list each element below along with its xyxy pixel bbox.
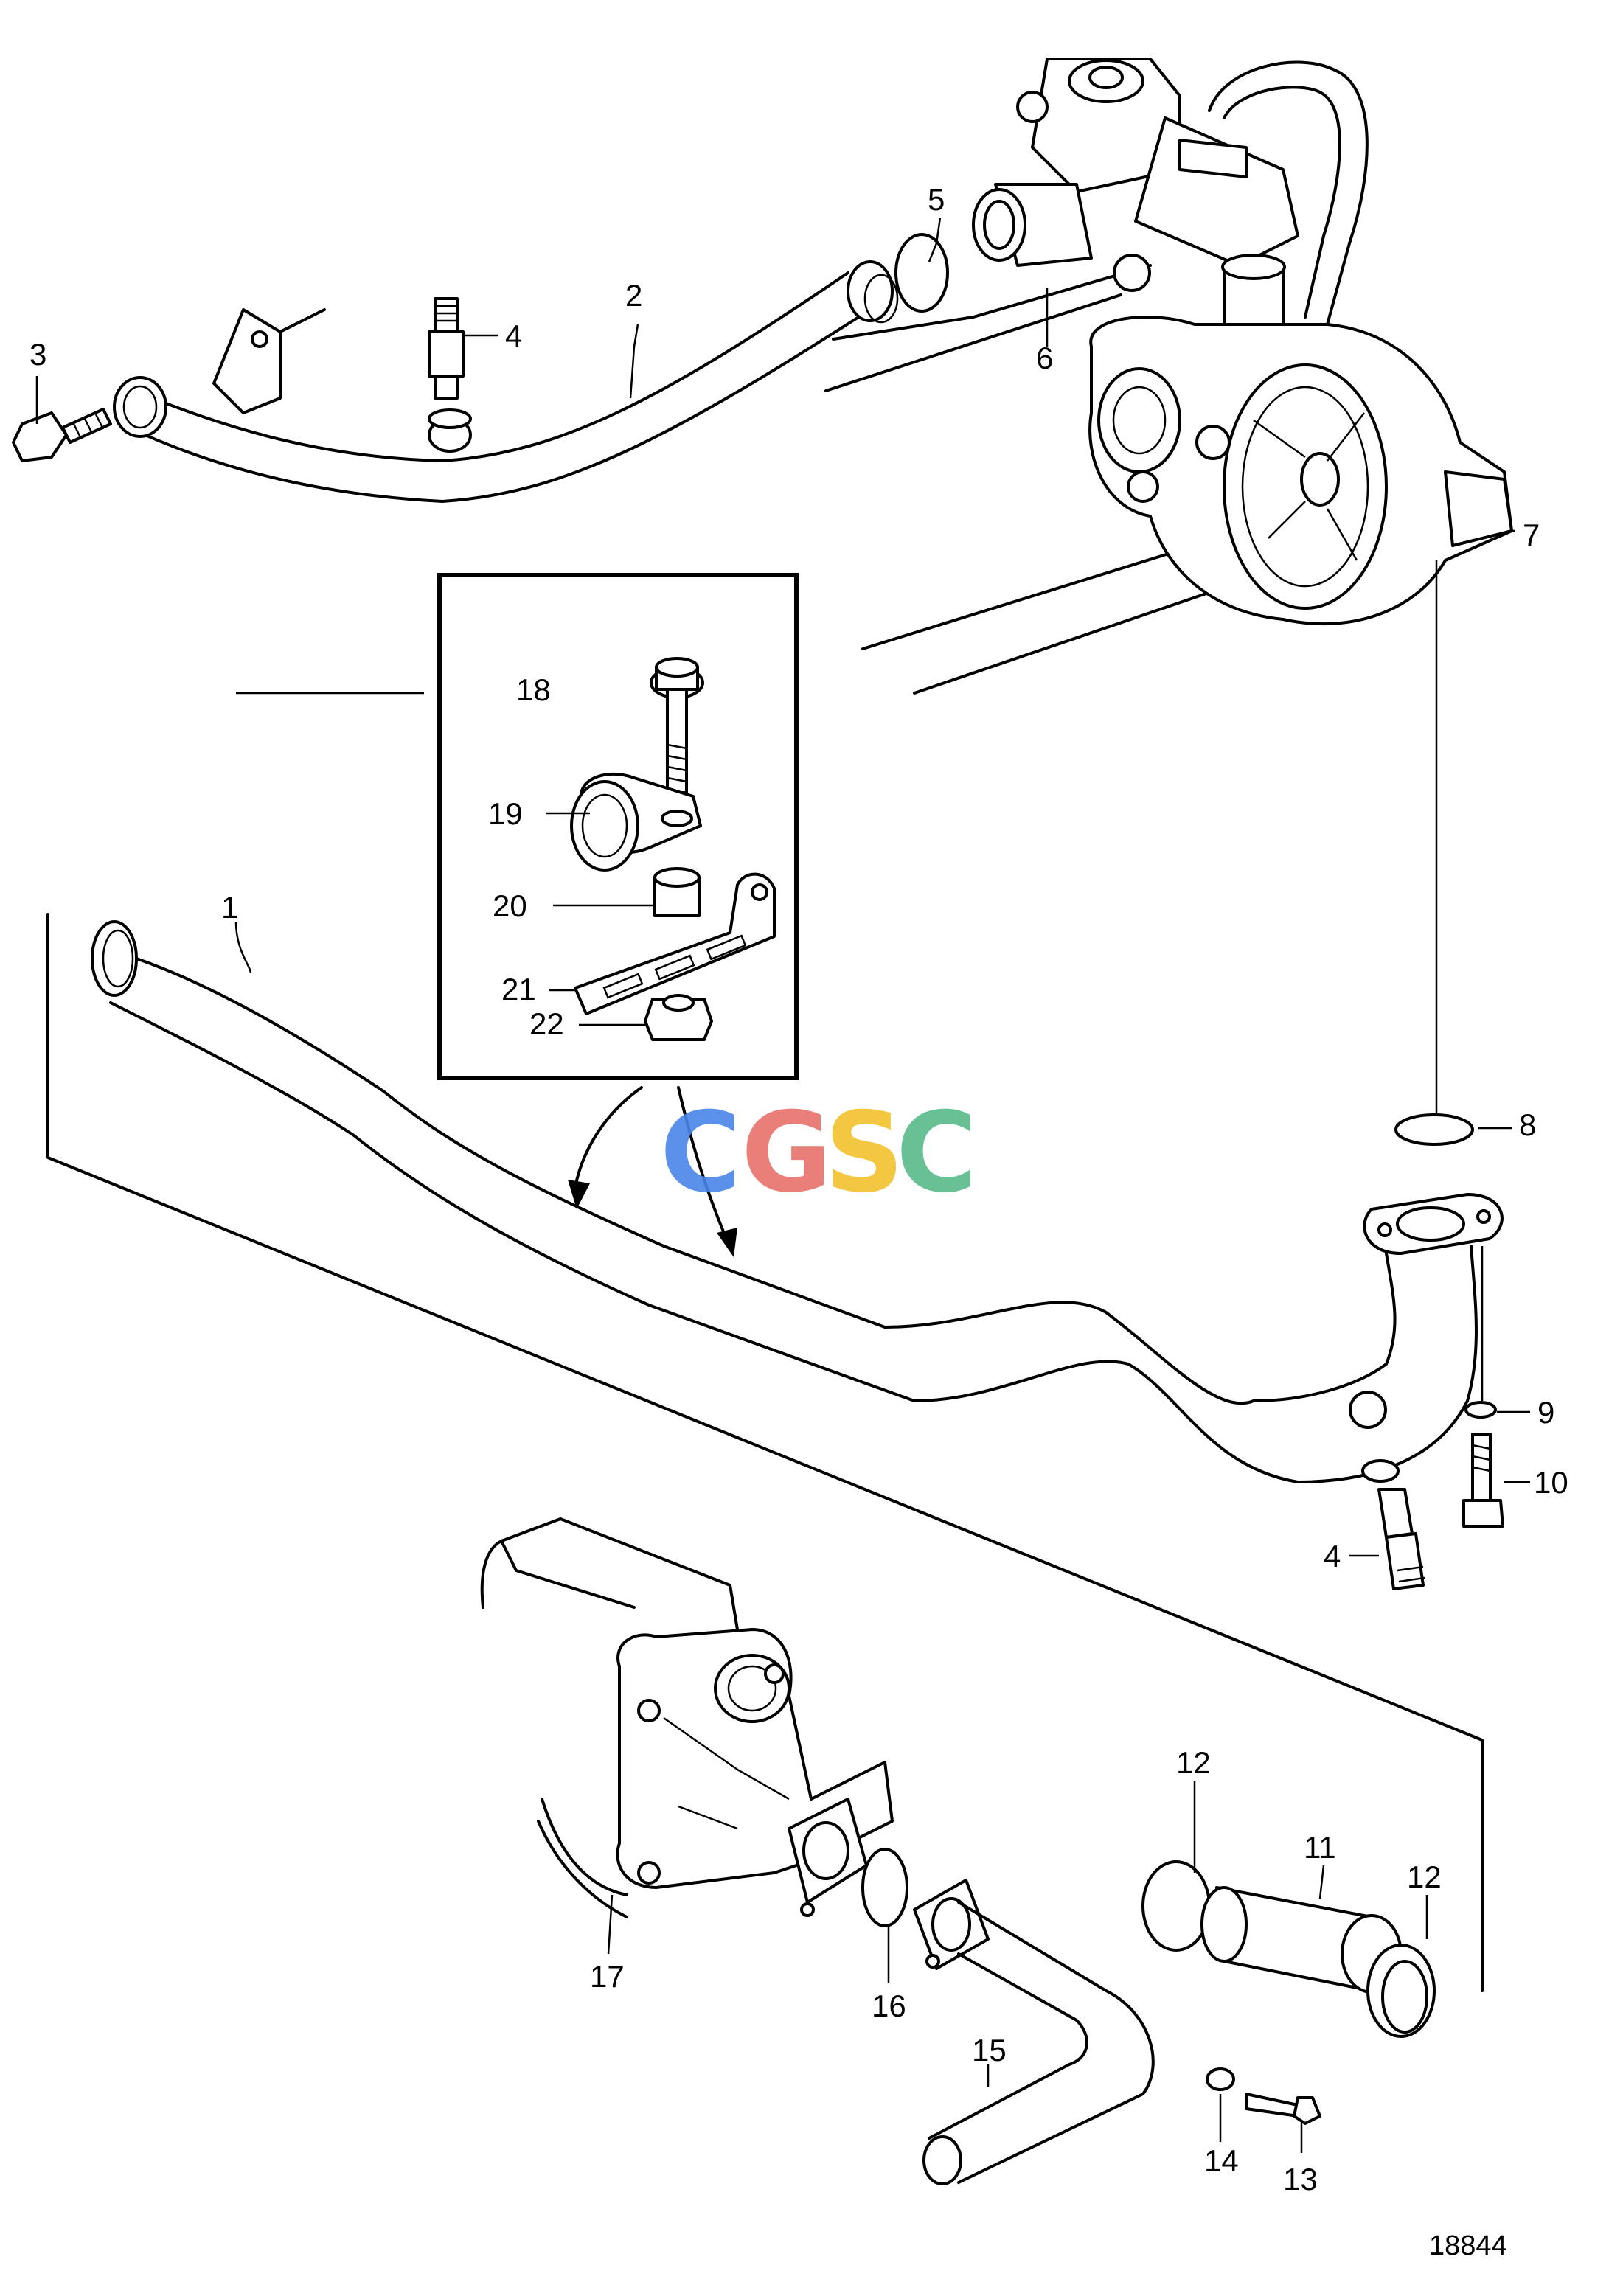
callout-labels: 1 2 3 4 5 6 7 8 9 10 4 11 12 12 13 14 15… (29, 182, 1568, 2196)
watermark-letter-1: C (660, 1089, 741, 1217)
callout-6: 6 (1036, 341, 1053, 375)
lower-manifold-assembly (480, 1517, 1436, 2185)
callout-12a: 12 (1176, 1745, 1211, 1780)
callout-15: 15 (972, 2033, 1007, 2067)
o-ring-5 (894, 233, 949, 313)
watermark-letter-3: S (824, 1089, 904, 1217)
callout-10: 10 (1534, 1465, 1568, 1500)
watermark-letter-4: C (896, 1089, 977, 1217)
bolt-10-washer-9 (1462, 1246, 1504, 1528)
callout-7: 7 (1523, 518, 1540, 552)
nipple-4-upper (428, 297, 472, 453)
figure-number: 18844 (1429, 2230, 1507, 2261)
watermark-letter-2: G (741, 1089, 832, 1217)
engine-pump-assembly (824, 58, 1513, 695)
callout-11: 11 (1304, 1830, 1336, 1865)
callout-18: 18 (516, 672, 551, 707)
callout-21: 21 (501, 972, 536, 1006)
callout-4a: 4 (505, 319, 522, 353)
callout-20: 20 (493, 888, 527, 923)
bolt-3 (12, 408, 112, 462)
callout-8: 8 (1519, 1107, 1536, 1142)
callout-16: 16 (872, 1989, 906, 2023)
callout-1: 1 (221, 890, 238, 925)
callout-12b: 12 (1407, 1860, 1442, 1894)
nipple-4-lower (1377, 1488, 1425, 1590)
callout-3: 3 (29, 337, 46, 372)
upper-coolant-pipe (113, 260, 899, 503)
callout-19: 19 (488, 796, 523, 831)
callout-5: 5 (928, 182, 945, 217)
callout-4b: 4 (1324, 1539, 1341, 1573)
main-coolant-pipe (46, 913, 1504, 1992)
callout-22: 22 (529, 1006, 564, 1041)
callout-13: 13 (1283, 2162, 1318, 2196)
o-ring-8 (1394, 1113, 1474, 1146)
callout-9: 9 (1537, 1395, 1554, 1430)
callout-14: 14 (1204, 2143, 1239, 2178)
clamp-detail-inset (437, 573, 799, 1257)
watermark-logo: C G S C (660, 1089, 977, 1217)
callout-2: 2 (625, 278, 642, 313)
leader-lines (35, 217, 1530, 2153)
callout-17: 17 (590, 1959, 625, 1994)
